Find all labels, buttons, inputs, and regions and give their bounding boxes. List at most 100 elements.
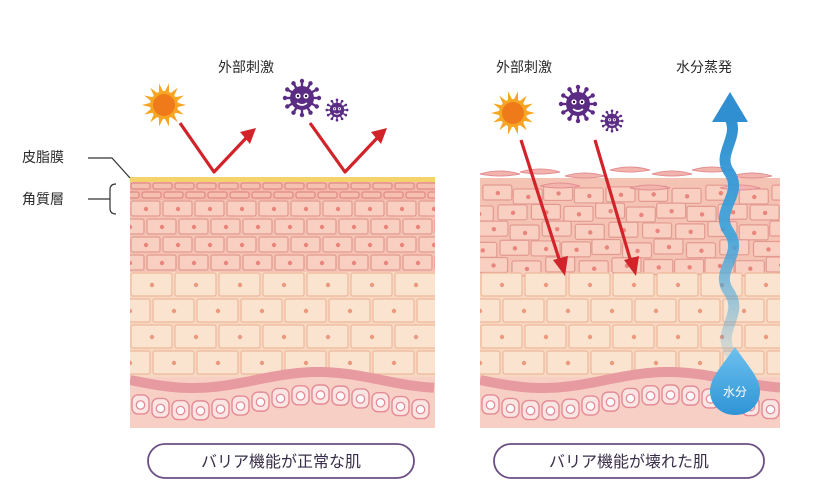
caption-box-healthy [147, 443, 415, 479]
cell-nucleus [688, 229, 693, 235]
virus-spike-tip [619, 124, 623, 128]
external-stimulus-label-right: 外部刺激 [496, 59, 552, 76]
cell-nucleus [480, 360, 483, 366]
skin-cell [383, 191, 404, 199]
stratum-corneum-label: 角質層 [22, 192, 64, 208]
basal-cell-nucleus [135, 400, 146, 410]
skin-cell [163, 191, 184, 199]
virus-mouth [333, 112, 341, 115]
cell-nucleus [325, 334, 331, 340]
basal-cell-nucleus [255, 397, 266, 407]
cell-nucleus [555, 226, 560, 232]
cell-nucleus [651, 192, 656, 197]
cell-nucleus [143, 242, 149, 248]
cell-nucleus [741, 308, 747, 314]
cell-nucleus [239, 206, 245, 212]
skin-cell [229, 191, 250, 199]
virus-spike-tip [335, 98, 339, 102]
virus-spike-tip [314, 87, 319, 92]
cell-nucleus [175, 242, 181, 248]
cell-nucleus [762, 210, 768, 216]
cell-nucleus [717, 263, 723, 269]
arrow-head [624, 256, 639, 276]
cell-nucleus [281, 334, 287, 340]
cell-nucleus [653, 308, 659, 314]
corneum-flake [539, 182, 581, 189]
cell-nucleus [431, 242, 435, 248]
cell-nucleus [287, 260, 293, 266]
cell-nucleus [587, 193, 592, 199]
cell-nucleus [779, 263, 780, 267]
caption-box-damaged [493, 443, 765, 479]
cell-nucleus [351, 224, 357, 230]
skin-cell [284, 182, 305, 190]
sebum-leader-line [88, 157, 131, 179]
cell-nucleus [543, 246, 549, 252]
cell-nucleus [207, 206, 213, 212]
virus-body [329, 102, 345, 118]
arrow-head [240, 128, 256, 144]
virus-pupil [338, 108, 341, 110]
virus-spike-tip [340, 117, 344, 121]
virus-mouth [296, 102, 308, 106]
cell-nucleus [255, 224, 261, 230]
skin-cell [130, 254, 145, 271]
reflected-arrow-icon [178, 122, 250, 174]
virus-spike-tip [299, 112, 305, 118]
cell-nucleus [193, 334, 199, 340]
skin-cell [416, 350, 435, 375]
cell-nucleus [149, 282, 155, 288]
skin-cell [416, 182, 435, 190]
cell-nucleus [351, 260, 357, 266]
basal-cell-nucleus [625, 393, 636, 404]
cell-nucleus [130, 360, 133, 366]
cell-nucleus [543, 282, 549, 288]
cell-nucleus [436, 361, 440, 365]
virus-body [604, 113, 620, 129]
skin-cell [339, 191, 360, 199]
skin-cell [771, 184, 780, 201]
skin-cell [328, 182, 349, 190]
cell-nucleus [391, 360, 397, 366]
corneum-flake [564, 172, 606, 179]
cell-nucleus [675, 282, 681, 288]
virus-spike-tip [330, 117, 334, 121]
skin-cell [207, 191, 228, 199]
virus-icon [558, 84, 598, 124]
corneum-flake [651, 170, 693, 177]
water-evaporation-wave [718, 112, 740, 361]
cell-nucleus [697, 308, 703, 314]
caption-healthy: バリア機能が正常な肌 [201, 452, 361, 471]
cell-nucleus [510, 210, 516, 216]
basal-cell-nucleus [315, 390, 326, 400]
cell-nucleus [656, 265, 661, 270]
virus-spike-tip [590, 110, 595, 115]
skin-cell [130, 350, 151, 375]
skin-cell [306, 182, 327, 190]
cell-nucleus [159, 224, 165, 230]
virus-spike-tip [575, 118, 581, 124]
sun-ray [164, 83, 170, 94]
cell-nucleus [591, 266, 597, 271]
virus-spike-tip [605, 128, 609, 132]
skin-cell [130, 191, 140, 199]
virus-spike-tip [567, 116, 572, 121]
water-evaporation-label: 水分蒸発 [676, 60, 732, 76]
cell-nucleus [556, 191, 561, 196]
cell-nucleus [143, 206, 149, 212]
cell-nucleus [149, 334, 155, 340]
virus-spike-tip [600, 119, 604, 123]
skin-cell [130, 298, 151, 323]
cell-nucleus [675, 334, 681, 340]
virus-body [566, 92, 590, 116]
cell-nucleus [786, 361, 790, 365]
cell-nucleus [684, 194, 690, 199]
cell-nucleus [448, 261, 452, 265]
cell-nucleus [786, 309, 790, 313]
sun-ray [507, 91, 513, 102]
cell-nucleus [191, 260, 197, 266]
cell-nucleus [491, 226, 497, 232]
virus-spike-tip [344, 113, 348, 117]
cell-nucleus [631, 282, 637, 288]
cell-nucleus [335, 206, 341, 212]
